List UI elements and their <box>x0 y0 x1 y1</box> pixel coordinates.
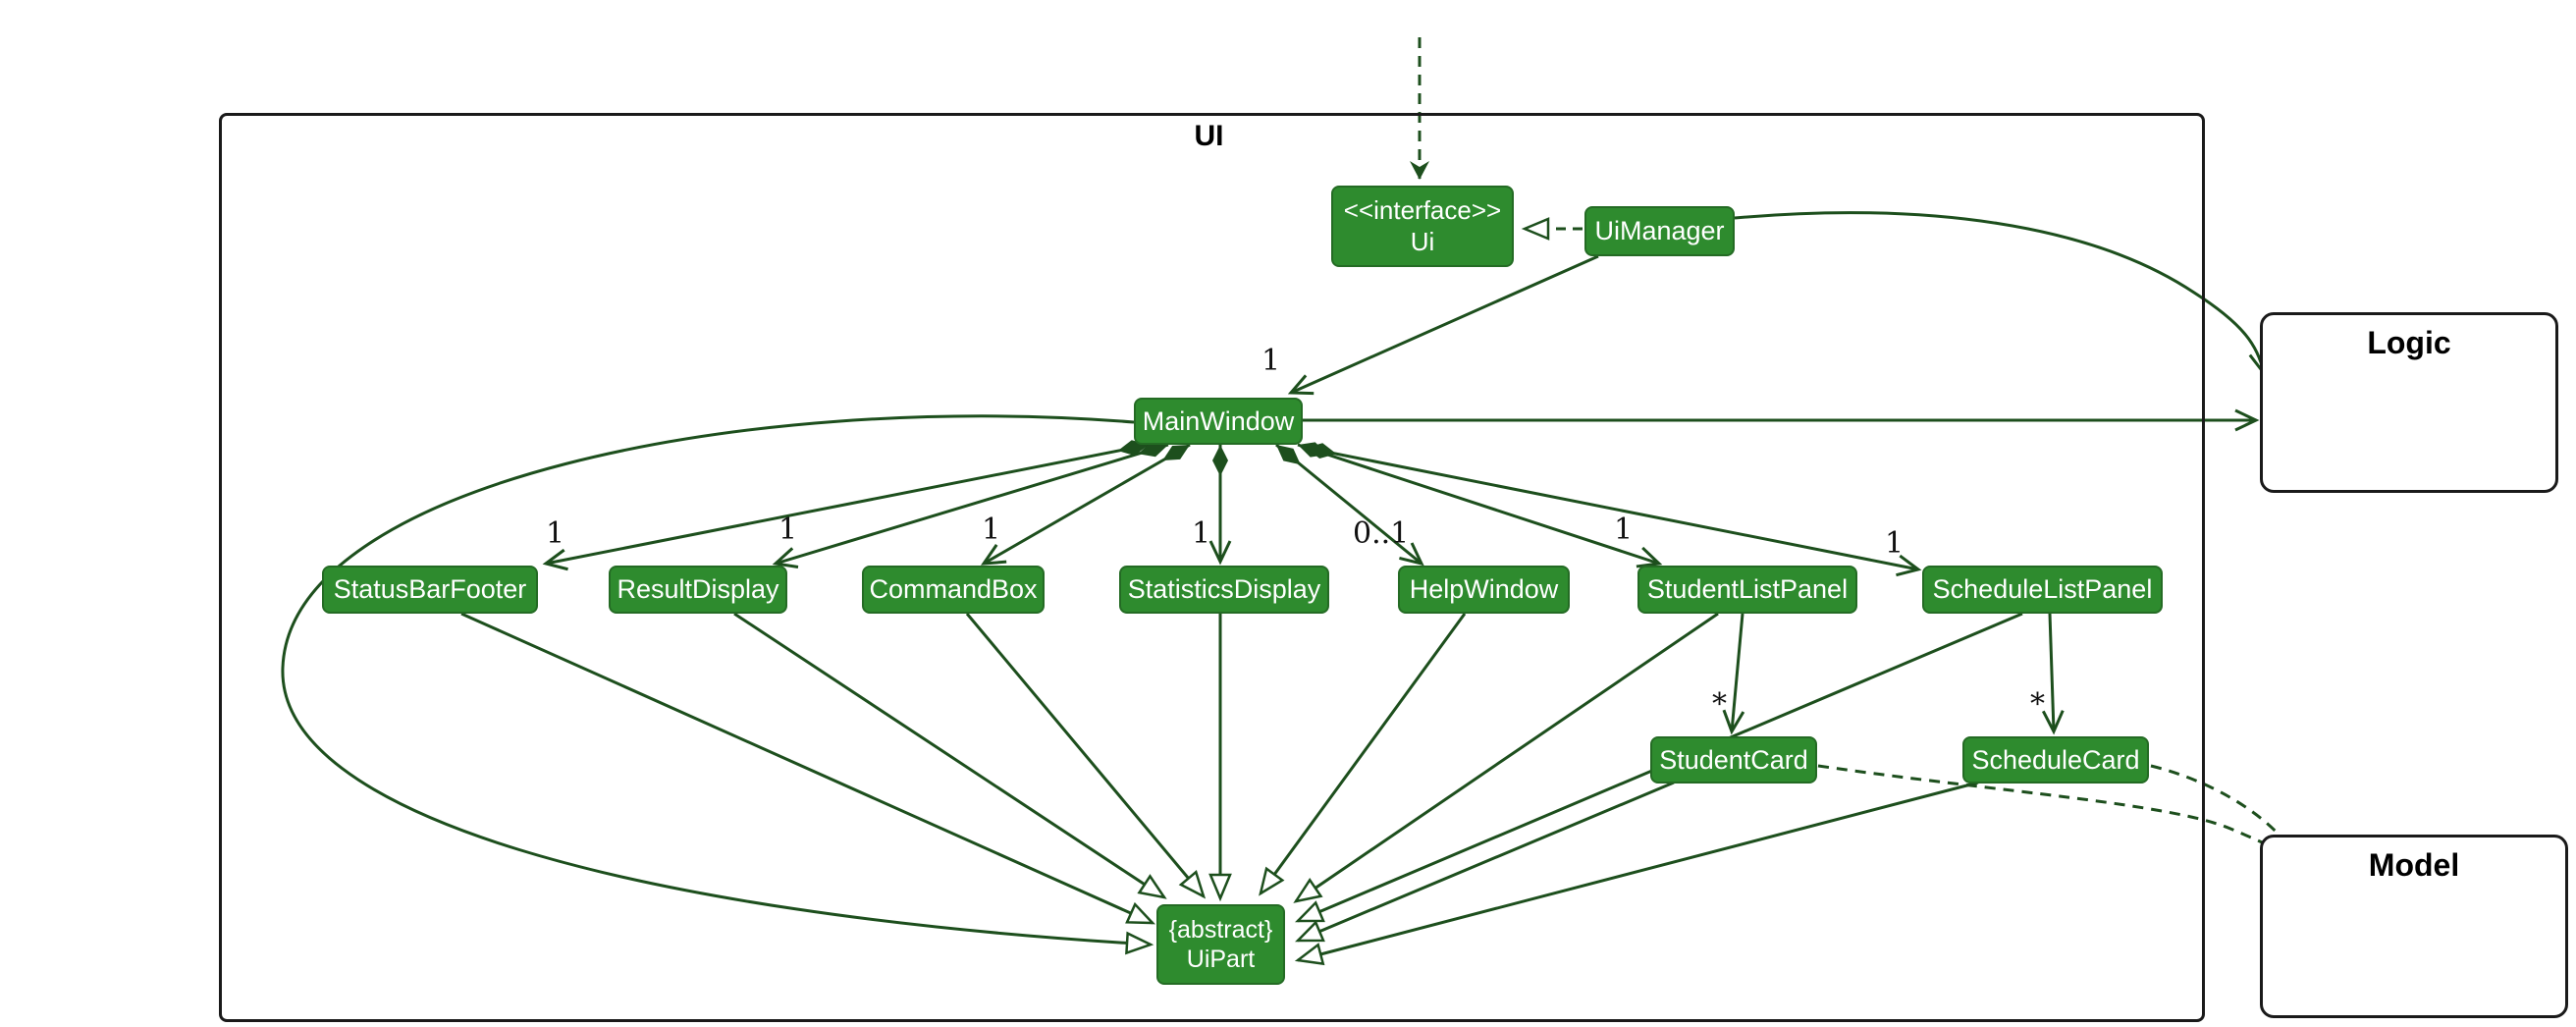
uipart-name: UiPart <box>1186 946 1256 973</box>
ui-package-label: UI <box>1194 120 1224 152</box>
edge-mainwindow-inherits-uipart <box>281 414 1154 955</box>
commandbox-name: CommandBox <box>869 574 1038 605</box>
multiplicity-mainwindow-resultdisplay: 1 <box>778 513 798 547</box>
schedulecard-name: ScheduleCard <box>1971 744 2140 775</box>
class-uipart: {abstract} UiPart <box>1156 904 1285 985</box>
logic-component-box: Logic <box>2260 312 2558 493</box>
helpwindow-name: HelpWindow <box>1409 574 1559 605</box>
class-mainwindow: MainWindow <box>1134 398 1303 445</box>
uimanager-name: UiManager <box>1594 216 1725 246</box>
edge-statusbarfooter-inherits-uipart <box>460 612 1155 925</box>
multiplicity-mainwindow-schedulelistpanel: 1 <box>1885 526 1905 561</box>
resultdisplay-name: ResultDisplay <box>617 574 779 605</box>
class-statusbarfooter: StatusBarFooter <box>322 566 538 614</box>
class-schedulelistpanel: ScheduleListPanel <box>1922 566 2163 614</box>
edge-helpwindow-inherits-uipart <box>1259 613 1467 896</box>
class-schedulecard: ScheduleCard <box>1962 736 2149 784</box>
edge-studentcard-inherits-uipart <box>1295 781 1675 943</box>
class-statisticsdisplay: StatisticsDisplay <box>1119 566 1329 614</box>
schedulelistpanel-name: ScheduleListPanel <box>1932 574 2153 605</box>
class-studentcard: StudentCard <box>1650 736 1817 784</box>
edge-mainwindow-schedulelistpanel <box>1305 443 1922 577</box>
edge-studentlistpanel-inherits-uipart <box>1293 612 1719 903</box>
multiplicity-mainwindow-commandbox: 1 <box>982 513 1001 547</box>
studentcard-name: StudentCard <box>1659 744 1808 775</box>
multiplicity-mainwindow-statisticsdisplay: 1 <box>1192 516 1211 551</box>
class-ui-interface: <<interface>> Ui <box>1331 186 1514 267</box>
mainwindow-name: MainWindow <box>1142 405 1295 436</box>
model-component-box: Model <box>2260 835 2568 1018</box>
class-uimanager: UiManager <box>1584 206 1735 256</box>
ui-interface-name: Ui <box>1410 226 1435 256</box>
multiplicity-uimanager-mainwindow: 1 <box>1261 344 1281 378</box>
edge-studentcard-model <box>1817 764 2293 865</box>
edge-mainwindow-commandbox <box>980 443 1191 566</box>
multiplicity-mainwindow-helpwindow: 0..1 <box>1353 516 1410 551</box>
statusbarfooter-name: StatusBarFooter <box>333 574 527 605</box>
statisticsdisplay-name: StatisticsDisplay <box>1127 574 1321 605</box>
edge-schedulecard-inherits-uipart <box>1294 781 1979 966</box>
multiplicity-schedulelistpanel-schedulecard: * <box>2030 687 2045 722</box>
edge-uimanager-mainwindow <box>1287 254 1599 396</box>
edge-commandbox-inherits-uipart <box>965 613 1207 899</box>
edge-uimanager-logic <box>1734 211 2271 377</box>
edge-studentlistpanel-studentcard <box>1722 613 1745 735</box>
logic-component-label: Logic <box>2367 325 2451 360</box>
class-commandbox: CommandBox <box>862 566 1045 614</box>
edge-schedulelistpanel-schedulecard <box>2041 613 2065 735</box>
uipart-stereotype: {abstract} <box>1168 916 1273 944</box>
ui-package-frame <box>219 113 2205 1022</box>
studentlistpanel-name: StudentListPanel <box>1646 574 1849 605</box>
class-resultdisplay: ResultDisplay <box>609 566 787 614</box>
multiplicity-studentlistpanel-studentcard: * <box>1712 687 1727 722</box>
model-component-label: Model <box>2368 847 2460 883</box>
ui-interface-stereotype: <<interface>> <box>1343 195 1502 226</box>
edge-resultdisplay-inherits-uipart <box>733 612 1167 899</box>
class-studentlistpanel: StudentListPanel <box>1637 566 1857 614</box>
multiplicity-mainwindow-statusbarfooter: 1 <box>546 516 565 551</box>
class-helpwindow: HelpWindow <box>1398 566 1570 614</box>
multiplicity-mainwindow-studentlistpanel: 1 <box>1614 513 1634 547</box>
